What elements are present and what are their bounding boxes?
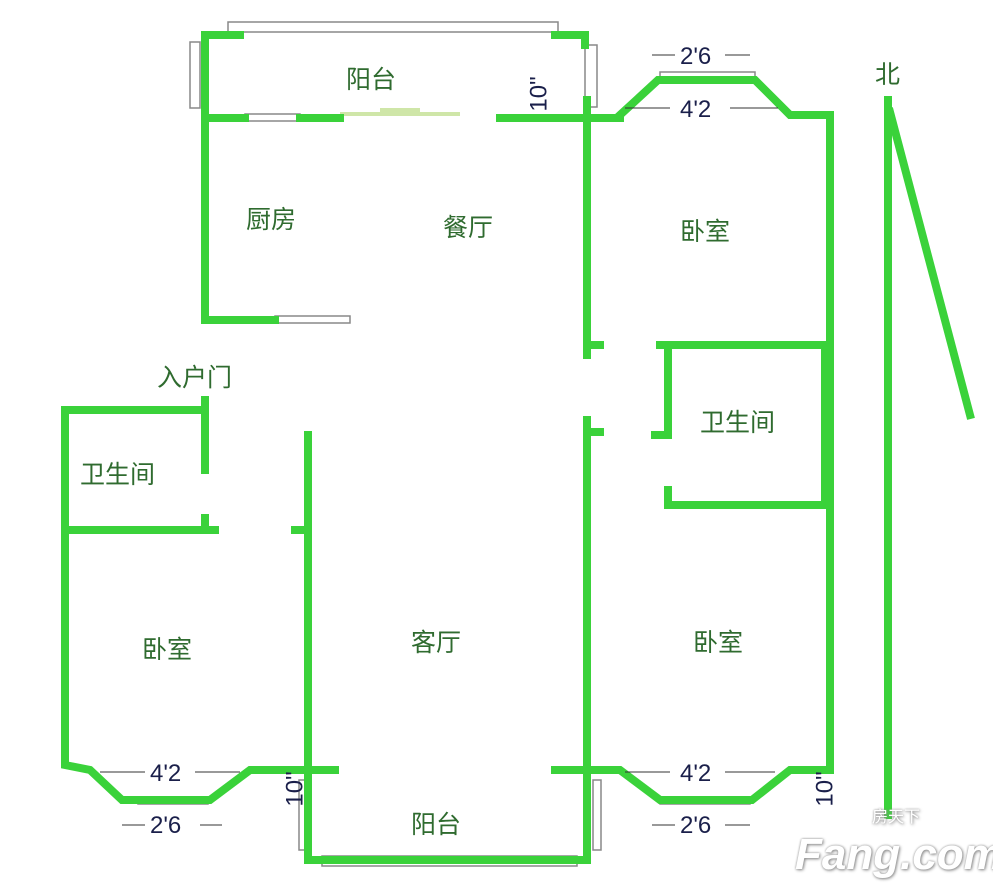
- room-label-bathroom-w: 卫生间: [80, 460, 156, 489]
- watermark-brand: Fang.com: [795, 830, 993, 879]
- room-label-bedroom-ne: 卧室: [680, 217, 731, 246]
- room-label-living: 客厅: [411, 628, 462, 657]
- compass-north-label: 北: [875, 60, 901, 89]
- room-label-dining: 餐厅: [443, 213, 494, 242]
- dimension-lines: [100, 54, 778, 826]
- room-label-bathroom-e: 卫生间: [700, 408, 776, 437]
- sliding-door: [340, 108, 460, 116]
- dim-sw-outer: 2'6: [150, 812, 182, 839]
- dim-ne-outer: 2'6: [680, 43, 712, 70]
- room-label-balcony-bottom: 阳台: [411, 810, 462, 839]
- label-entry-door: 入户门: [157, 363, 233, 392]
- room-label-kitchen: 厨房: [246, 205, 297, 234]
- dim-sw-inner: 4'2: [150, 760, 182, 787]
- dim-se-outer: 2'6: [680, 812, 712, 839]
- room-label-bedroom-se: 卧室: [693, 628, 744, 657]
- walls: [61, 31, 975, 864]
- dim-sw-depth: 10": [281, 771, 309, 807]
- dim-ne-inner: 4'2: [680, 96, 712, 123]
- watermark-sub: 房天下: [872, 807, 921, 826]
- windows: [137, 21, 756, 867]
- dim-ne-depth: 10": [525, 76, 553, 112]
- room-label-bedroom-sw: 卧室: [142, 635, 193, 664]
- dim-se-inner: 4'2: [680, 760, 712, 787]
- room-label-balcony-top: 阳台: [346, 65, 397, 94]
- dim-se-depth: 10": [811, 771, 839, 807]
